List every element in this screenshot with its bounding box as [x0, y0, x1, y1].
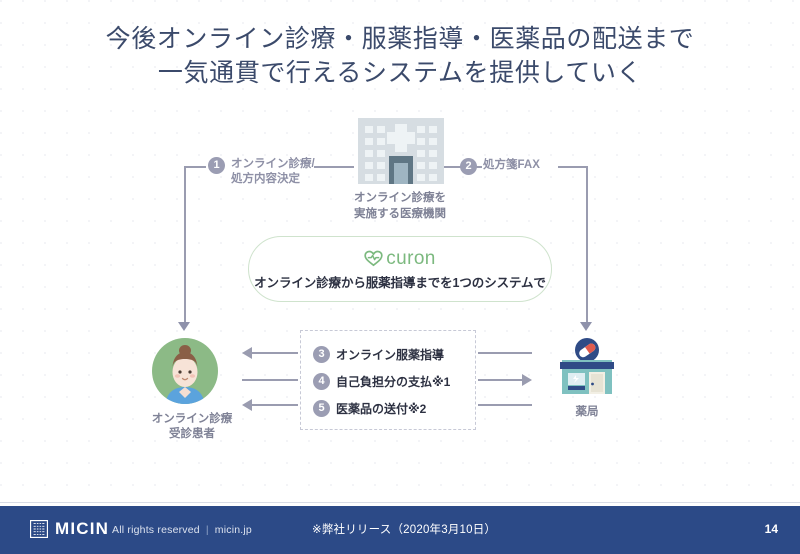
curon-wordmark: curon — [386, 247, 436, 269]
connector-line-right-top — [558, 166, 586, 168]
arrow-left-step-3 — [242, 347, 252, 359]
heart-pulse-icon — [364, 250, 383, 267]
footer-rights-text: All rights reserved — [112, 524, 200, 536]
connector-step-3-right — [478, 352, 532, 354]
connector-line-hospital-left — [314, 166, 354, 168]
footer-site-link[interactable]: micin.jp — [214, 524, 252, 536]
step-4-row: 4 自己負担分の支払※1 — [313, 368, 475, 395]
step-2-label: 2 処方箋FAX — [460, 158, 540, 175]
pharmacy-caption: 薬局 — [575, 406, 599, 418]
footer-divider — [0, 502, 800, 503]
step-3-text: オンライン服薬指導 — [336, 348, 445, 362]
pharmacy-icon — [556, 336, 618, 403]
connector-step-4-right — [478, 379, 522, 381]
connector-step-3-left — [252, 352, 298, 354]
step-1-badge: 1 — [208, 157, 225, 174]
step-5-badge: 5 — [313, 400, 330, 417]
step-1-label: 1 オンライン診療/ 処方内容決定 — [208, 157, 315, 187]
hospital-caption: オンライン診療を 実施する医療機関 — [354, 192, 446, 220]
step-3-row: 3 オンライン服薬指導 — [313, 341, 475, 368]
footer-separator: | — [205, 524, 209, 536]
step-5-row: 5 医薬品の送付※2 — [313, 395, 475, 422]
connector-line-left-vertical — [184, 166, 186, 324]
arrow-left-step-5 — [242, 399, 252, 411]
arrow-down-to-patient — [178, 322, 190, 331]
arrow-down-to-pharmacy — [580, 322, 592, 331]
curon-logo: curon — [364, 248, 436, 270]
arrow-right-step-4 — [522, 374, 532, 386]
step-1-text: オンライン診療/ 処方内容決定 — [231, 158, 315, 185]
footer-bar — [0, 506, 800, 554]
micin-mark-icon — [30, 520, 48, 538]
footer-source-note: ※弊社リリース（2020年3月10日） — [312, 524, 497, 536]
curon-system-box: curon オンライン診療から服薬指導までを1つのシステムで — [248, 236, 552, 302]
steps-list-box: 3 オンライン服薬指導 4 自己負担分の支払※1 5 医薬品の送付※2 — [300, 330, 476, 430]
patient-avatar-icon — [152, 338, 218, 409]
footer-rights: All rights reserved | micin.jp — [112, 524, 252, 536]
connector-step-4-left — [242, 379, 298, 381]
step-3-badge: 3 — [313, 346, 330, 363]
connector-line-right-vertical — [586, 166, 588, 324]
patient-caption: オンライン診療 受診患者 — [151, 413, 233, 440]
step-4-text: 自己負担分の支払※1 — [336, 375, 451, 389]
connector-step-5-left — [252, 404, 298, 406]
curon-tagline: オンライン診療から服薬指導までを1つのシステムで — [254, 275, 546, 290]
page-title: 今後オンライン診療・服薬指導・医薬品の配送まで 一気通貫で行えるシステムを提供し… — [105, 25, 695, 87]
micin-wordmark: MICIN — [55, 519, 110, 538]
connector-step-5-right — [478, 404, 532, 406]
step-5-text: 医薬品の送付※2 — [336, 402, 427, 416]
micin-logo: MICIN — [30, 519, 109, 539]
step-2-badge: 2 — [460, 158, 477, 175]
hospital-icon — [358, 118, 444, 189]
connector-line-left-top — [184, 166, 206, 168]
step-2-text: 処方箋FAX — [483, 159, 540, 171]
page-number: 14 — [764, 522, 778, 536]
step-4-badge: 4 — [313, 373, 330, 390]
